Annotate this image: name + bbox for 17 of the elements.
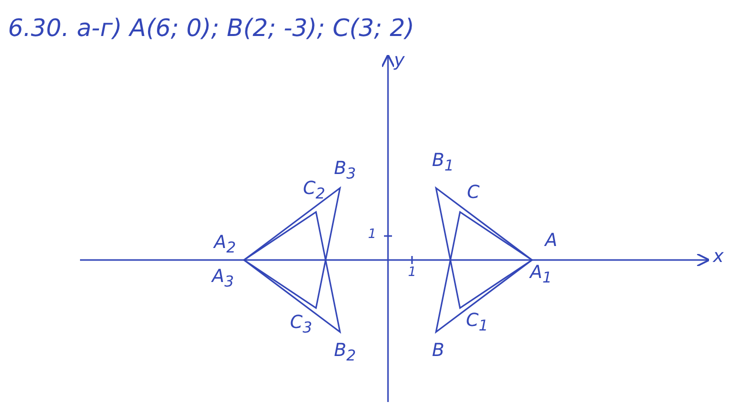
point-label: B$_{3}$ <box>334 160 356 182</box>
tick-label: 1 <box>408 266 416 279</box>
point-label: A$_{1}$ <box>530 264 552 286</box>
point-label: A$_{2}$ <box>214 234 236 256</box>
axis-label: y <box>394 52 405 70</box>
point-label: A <box>545 232 558 250</box>
point-label: A$_{3}$ <box>212 268 234 290</box>
title: 6.30. а-г) A(6; 0); B(2; -3); C(3; 2) <box>8 16 414 40</box>
point-label: B <box>432 342 444 360</box>
tick-label: 1 <box>368 228 376 241</box>
point-label: C$_{1}$ <box>466 312 488 334</box>
point-label: C$_{3}$ <box>290 314 312 336</box>
point-label: C$_{2}$ <box>303 180 326 202</box>
point-label: B$_{2}$ <box>334 342 356 364</box>
point-label: B$_{1}$ <box>432 152 454 174</box>
point-label: C <box>467 184 480 202</box>
axis-label: x <box>713 248 724 266</box>
